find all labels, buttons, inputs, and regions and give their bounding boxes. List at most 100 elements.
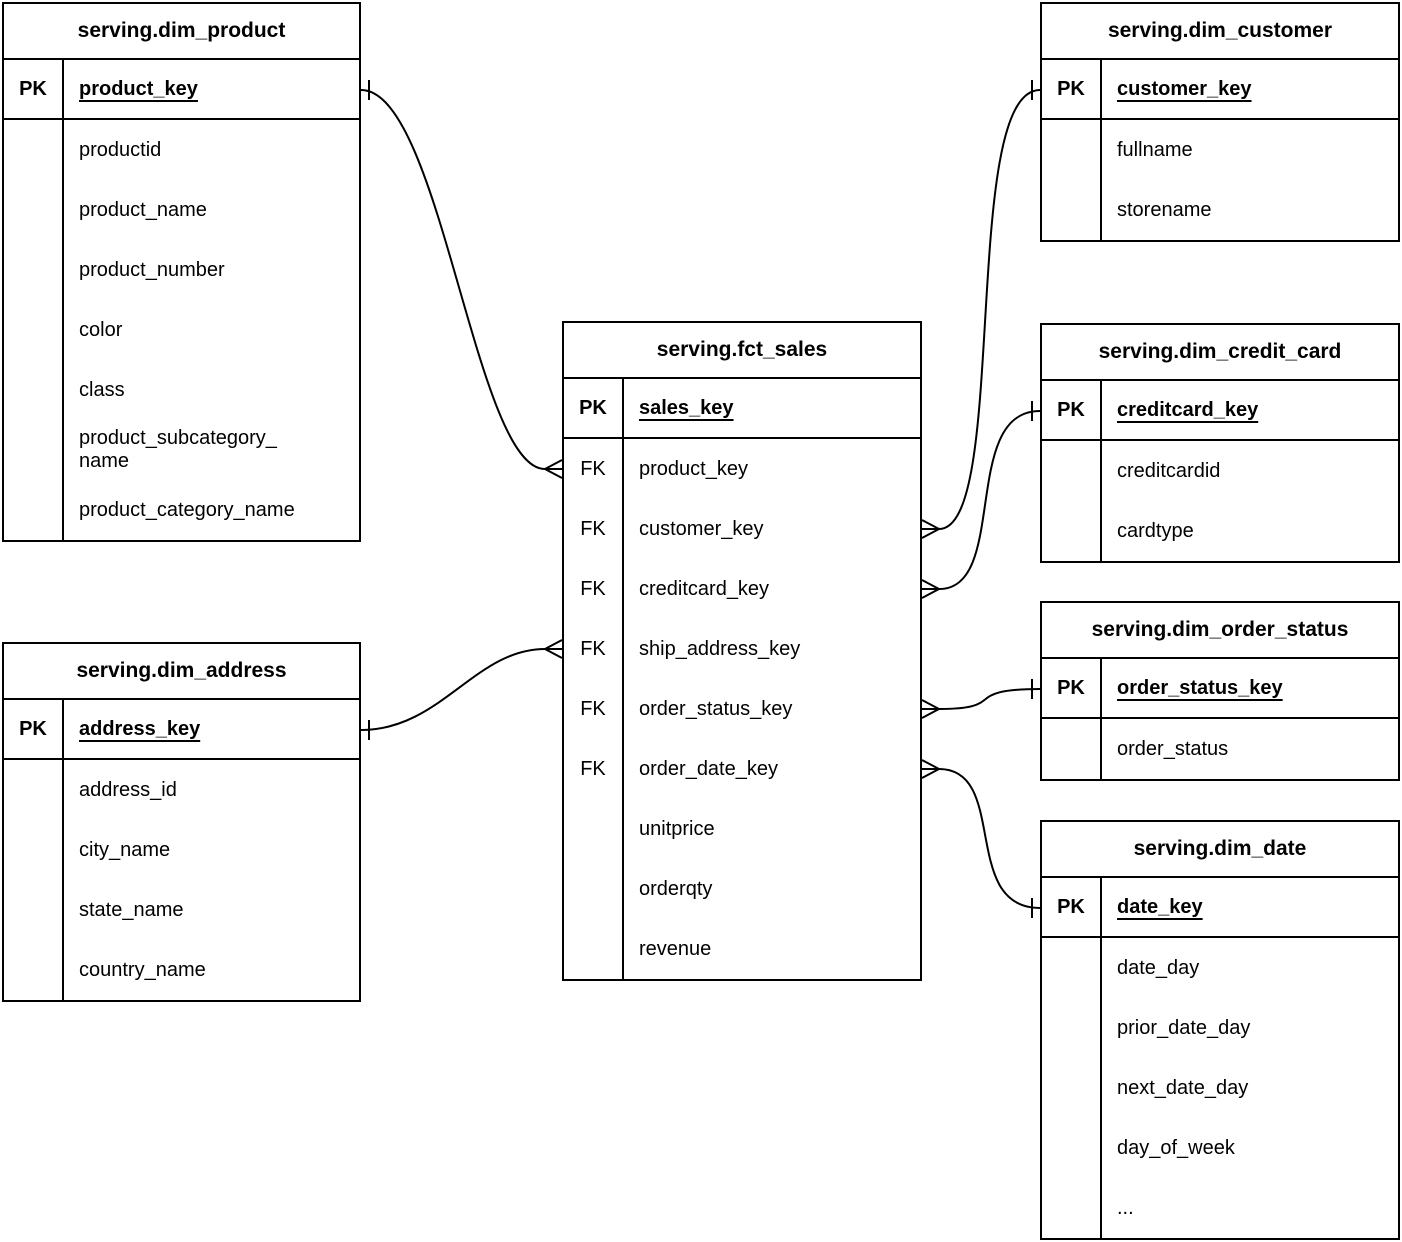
field-name: product_key — [79, 77, 198, 100]
field-row: city_name — [4, 820, 359, 880]
fk-badge — [1042, 998, 1102, 1058]
field-name: product_number — [79, 258, 225, 281]
field-row: class — [4, 360, 359, 420]
primary-key-row: PK date_key — [1042, 878, 1398, 938]
relationship-line — [360, 648, 546, 731]
fk-badge — [1042, 501, 1102, 561]
field-name: product_subcategory_ name — [79, 427, 277, 472]
fk-badge — [4, 760, 64, 820]
fk-badge — [1042, 938, 1102, 998]
crows-foot-many-marker — [921, 699, 940, 719]
field-name: product_category_name — [79, 498, 295, 521]
fk-badge — [4, 240, 64, 300]
fk-badge — [1042, 120, 1102, 180]
pk-badge: PK — [1042, 60, 1102, 118]
fk-badge — [1042, 1178, 1102, 1238]
field-row: order_status — [1042, 719, 1398, 779]
field-name: ... — [1117, 1196, 1134, 1219]
fk-badge — [1042, 180, 1102, 240]
field-name: order_status_key — [639, 697, 793, 720]
primary-key-row: PK creditcard_key — [1042, 381, 1398, 441]
pk-badge: PK — [1042, 659, 1102, 717]
field-row: product_subcategory_ name — [4, 420, 359, 480]
field-row: cardtype — [1042, 501, 1398, 561]
field-name: prior_date_day — [1117, 1016, 1251, 1039]
relationship-line — [360, 89, 546, 470]
fk-badge — [4, 180, 64, 240]
field-row: creditcardid — [1042, 441, 1398, 501]
field-row: revenue — [564, 919, 920, 979]
fk-badge — [4, 420, 64, 480]
field-name: color — [79, 318, 123, 341]
field-name: date_key — [1117, 895, 1203, 918]
field-name: creditcard_key — [1117, 398, 1259, 421]
crows-foot-many-marker — [544, 459, 563, 479]
relationship-line — [938, 410, 1041, 590]
field-name: state_name — [79, 898, 184, 921]
field-row: country_name — [4, 940, 359, 1000]
field-name: next_date_day — [1117, 1076, 1249, 1099]
field-name: creditcardid — [1117, 459, 1221, 482]
field-row: unitprice — [564, 799, 920, 859]
field-row: address_id — [4, 760, 359, 820]
field-row: fullname — [1042, 120, 1398, 180]
table-title: serving.fct_sales — [564, 323, 920, 379]
field-name: orderqty — [639, 877, 713, 900]
primary-key-row: PK customer_key — [1042, 60, 1398, 120]
crows-foot-many-marker — [544, 639, 563, 659]
fk-badge — [4, 120, 64, 180]
field-name: product_name — [79, 198, 207, 221]
fk-badge — [4, 820, 64, 880]
field-name: date_day — [1117, 956, 1200, 979]
field-name: customer_key — [1117, 77, 1252, 100]
fk-badge: FK — [564, 499, 624, 559]
field-name: city_name — [79, 838, 171, 861]
field-row: productid — [4, 120, 359, 180]
field-name: cardtype — [1117, 519, 1194, 542]
field-row: state_name — [4, 880, 359, 940]
field-name: unitprice — [639, 817, 715, 840]
fk-badge — [1042, 719, 1102, 779]
fk-badge: FK — [564, 619, 624, 679]
field-row: product_number — [4, 240, 359, 300]
field-row: prior_date_day — [1042, 998, 1398, 1058]
table-title: serving.dim_product — [4, 4, 359, 60]
table-title: serving.dim_credit_card — [1042, 325, 1398, 381]
field-row: date_day — [1042, 938, 1398, 998]
table-title: serving.dim_customer — [1042, 4, 1398, 60]
field-name: sales_key — [639, 396, 734, 419]
field-row: color — [4, 300, 359, 360]
pk-badge: PK — [4, 700, 64, 758]
field-row: FK customer_key — [564, 499, 920, 559]
pk-badge: PK — [1042, 878, 1102, 936]
table-title: serving.dim_address — [4, 644, 359, 700]
field-name: product_key — [639, 457, 748, 480]
field-name: day_of_week — [1117, 1136, 1235, 1159]
field-row: day_of_week — [1042, 1118, 1398, 1178]
field-name: fullname — [1117, 138, 1193, 161]
fk-badge — [4, 940, 64, 1000]
table-title: serving.dim_date — [1042, 822, 1398, 878]
crows-foot-many-marker — [921, 759, 940, 779]
fk-badge — [1042, 441, 1102, 501]
field-name: class — [79, 378, 125, 401]
field-name: customer_key — [639, 517, 764, 540]
table-title: serving.dim_order_status — [1042, 603, 1398, 659]
fk-badge — [4, 480, 64, 540]
field-name: revenue — [639, 937, 712, 960]
fk-badge: FK — [564, 559, 624, 619]
field-name: productid — [79, 138, 162, 161]
field-row: ... — [1042, 1178, 1398, 1238]
pk-badge: PK — [1042, 381, 1102, 439]
fk-badge — [564, 919, 624, 979]
